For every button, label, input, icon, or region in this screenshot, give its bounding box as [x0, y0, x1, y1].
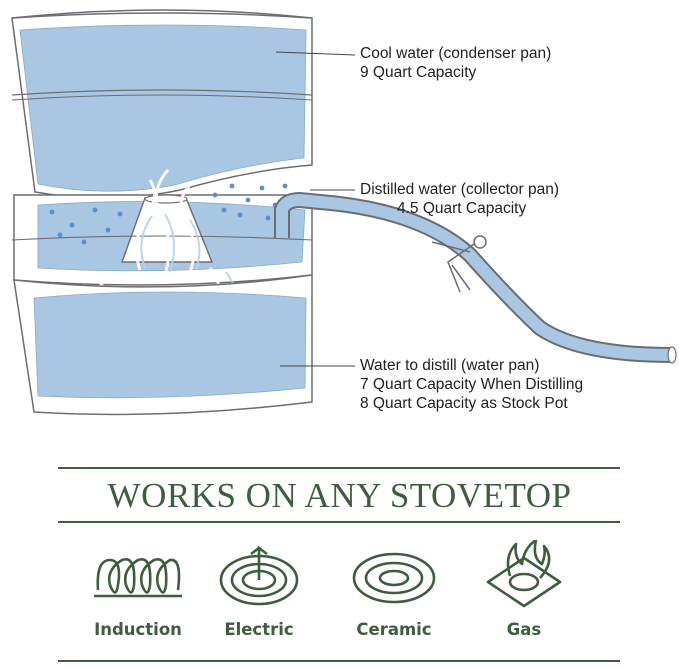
stovetop-gas: Gas [459, 540, 589, 639]
collector-capacity: 4.5 Quart Capacity [360, 199, 559, 218]
ceramic-label: Ceramic [329, 620, 459, 639]
water-pan-stockpot-capacity: 8 Quart Capacity as Stock Pot [360, 394, 583, 413]
stovetop-induction: Induction [73, 540, 203, 639]
stovetop-heading: WORKS ON ANY STOVETOP [0, 476, 679, 516]
gas-label: Gas [459, 620, 589, 639]
condenser-label: Cool water (condenser pan) [360, 44, 551, 63]
electric-burner-icon [209, 540, 309, 610]
top-divider [58, 467, 620, 469]
stovetop-electric: Electric [194, 540, 324, 639]
collector-label: Distilled water (collector pan) [360, 180, 559, 199]
stovetop-ceramic: Ceramic [329, 540, 459, 639]
gas-flame-icon [474, 540, 574, 610]
water-pan-label: Water to distill (water pan) [360, 356, 583, 375]
bottom-divider [58, 660, 620, 662]
ceramic-burner-icon [344, 540, 444, 610]
water-pan-distill-capacity: 7 Quart Capacity When Distilling [360, 375, 583, 394]
hose [282, 200, 672, 355]
electric-label: Electric [194, 620, 324, 639]
heading-divider [58, 521, 620, 523]
induction-coil-icon [88, 540, 188, 610]
water-pan-water [34, 292, 306, 398]
induction-label: Induction [73, 620, 203, 639]
condenser-capacity: 9 Quart Capacity [360, 63, 551, 82]
